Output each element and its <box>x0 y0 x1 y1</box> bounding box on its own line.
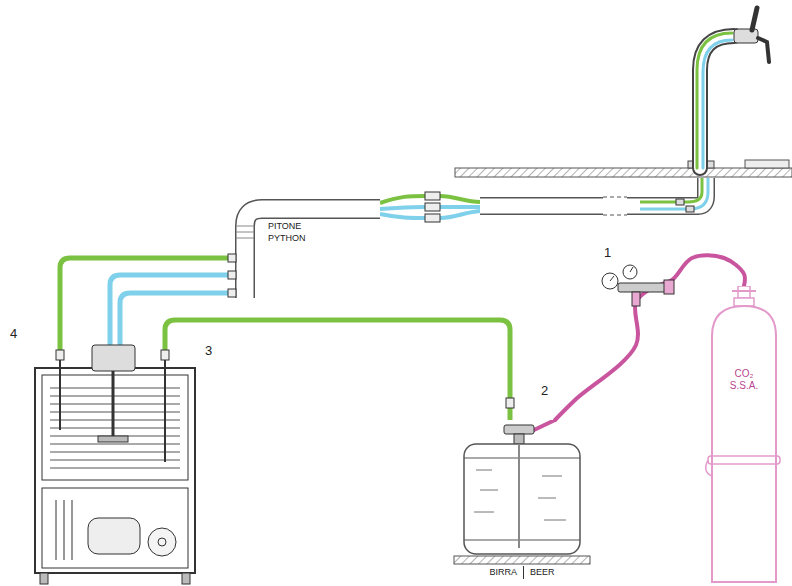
callout-number: 3 <box>205 344 212 358</box>
callout-number: 2 <box>541 384 548 398</box>
keg-label: BEER <box>524 566 561 579</box>
python-joint <box>380 192 480 222</box>
keg-label: BIRRA <box>483 566 524 579</box>
callout-number: 4 <box>10 327 17 341</box>
cylinder-outline <box>704 286 784 584</box>
part-label: PITONE <box>268 222 301 232</box>
cylinder-label: CO₂ S.S.A. <box>726 368 762 392</box>
text-group: CO₂ S.S.A. <box>726 368 762 392</box>
beer-keg: BIRRABEER <box>452 420 592 584</box>
bar-counter <box>455 160 792 177</box>
text-group: BIRRABEER <box>452 566 592 579</box>
python-line <box>236 209 380 298</box>
part-label: PYTHON <box>268 234 306 244</box>
python-line <box>480 178 708 219</box>
pressure-regulator <box>602 265 674 306</box>
callout-number: 1 <box>604 246 611 260</box>
co2-cylinder: CO₂ S.S.A. <box>704 286 784 584</box>
beer-cooler <box>35 345 195 584</box>
tap-tower <box>697 8 769 168</box>
keg-drawing <box>452 420 592 584</box>
